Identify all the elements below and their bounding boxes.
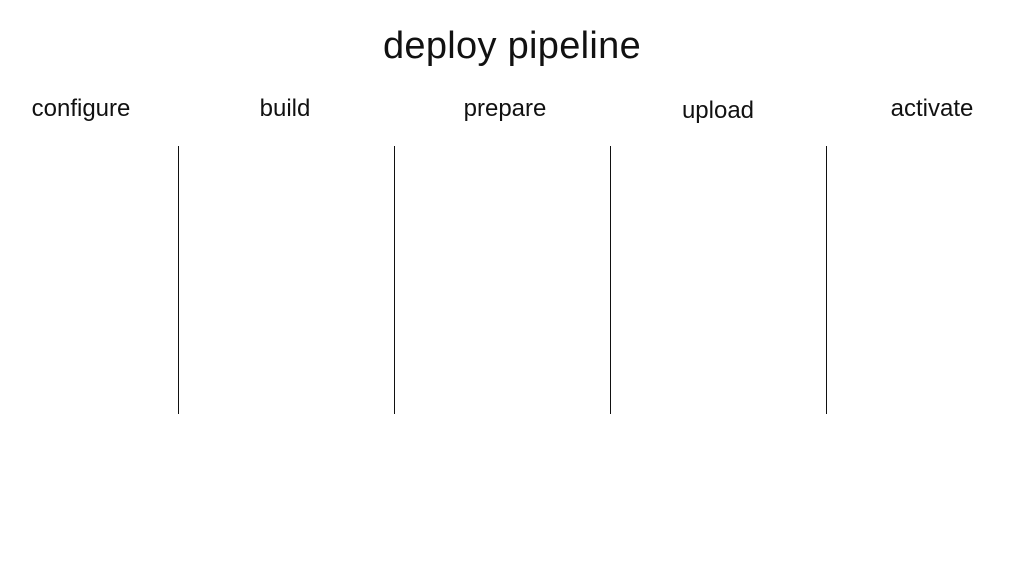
stage-label-activate: activate: [890, 95, 974, 122]
stage-label-configure: configure: [31, 95, 131, 122]
stage-divider-4: [826, 146, 827, 414]
stage-divider-2: [394, 146, 395, 414]
stage-label-upload: upload: [681, 97, 755, 124]
diagram-title: deploy pipeline: [382, 25, 642, 67]
stage-divider-3: [610, 146, 611, 414]
stage-label-build: build: [259, 95, 311, 122]
stage-divider-1: [178, 146, 179, 414]
stage-label-prepare: prepare: [463, 95, 547, 122]
